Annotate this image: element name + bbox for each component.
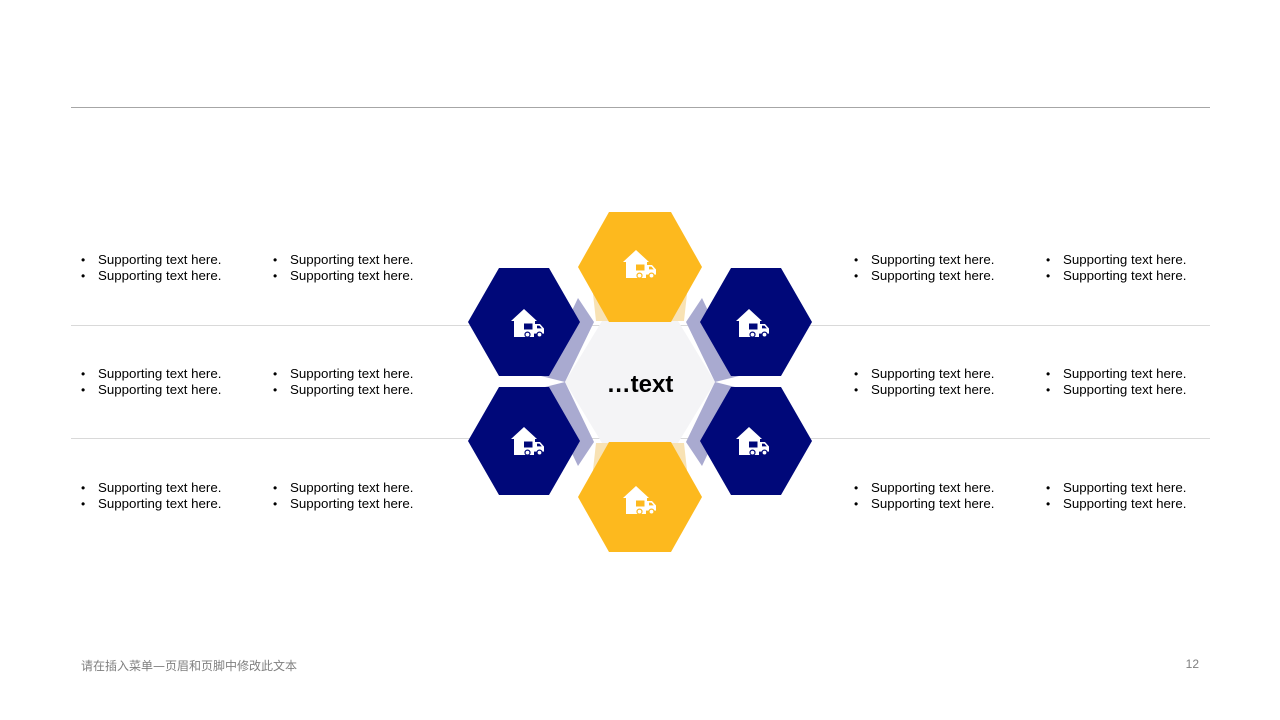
bullet-item: Supporting text here. <box>80 382 221 398</box>
bullet-item: Supporting text here. <box>1045 496 1186 512</box>
bullet-item: Supporting text here. <box>272 496 413 512</box>
bullet-list: Supporting text here. Supporting text he… <box>1045 252 1186 284</box>
bullet-item: Supporting text here. <box>853 480 994 496</box>
footer-text: 请在插入菜单—页眉和页脚中修改此文本 <box>81 659 298 673</box>
bullet-item: Supporting text here. <box>80 268 221 284</box>
bullet-item: Supporting text here. <box>853 382 994 398</box>
bullet-item: Supporting text here. <box>853 252 994 268</box>
bullet-list: Supporting text here. Supporting text he… <box>272 480 413 512</box>
bullet-item: Supporting text here. <box>272 480 413 496</box>
bullet-item: Supporting text here. <box>80 252 221 268</box>
bullet-item: Supporting text here. <box>272 366 413 382</box>
center-hexagon <box>565 321 715 443</box>
bullet-list: Supporting text here. Supporting text he… <box>1045 480 1186 512</box>
bullet-item: Supporting text here. <box>80 366 221 382</box>
bullet-list: Supporting text here. Supporting text he… <box>1045 366 1186 398</box>
header-divider <box>71 107 1210 108</box>
bullet-list: Supporting text here. Supporting text he… <box>80 366 221 398</box>
bullet-item: Supporting text here. <box>1045 480 1186 496</box>
bullet-item: Supporting text here. <box>1045 382 1186 398</box>
bullet-item: Supporting text here. <box>853 366 994 382</box>
bullet-item: Supporting text here. <box>272 252 413 268</box>
bullet-item: Supporting text here. <box>1045 366 1186 382</box>
bullet-item: Supporting text here. <box>853 496 994 512</box>
bullet-item: Supporting text here. <box>272 268 413 284</box>
bullet-item: Supporting text here. <box>853 268 994 284</box>
bullet-list: Supporting text here. Supporting text he… <box>80 252 221 284</box>
bullet-list: Supporting text here. Supporting text he… <box>853 252 994 284</box>
bullet-item: Supporting text here. <box>80 496 221 512</box>
center-label: …text <box>607 371 674 398</box>
bullet-item: Supporting text here. <box>80 480 221 496</box>
bullet-item: Supporting text here. <box>1045 268 1186 284</box>
bullet-list: Supporting text here. Supporting text he… <box>853 480 994 512</box>
bullet-item: Supporting text here. <box>272 382 413 398</box>
bullet-list: Supporting text here. Supporting text he… <box>80 480 221 512</box>
bullet-list: Supporting text here. Supporting text he… <box>272 252 413 284</box>
bullet-item: Supporting text here. <box>1045 252 1186 268</box>
bullet-list: Supporting text here. Supporting text he… <box>272 366 413 398</box>
bullet-list: Supporting text here. Supporting text he… <box>853 366 994 398</box>
page-number: 12 <box>1185 657 1199 671</box>
